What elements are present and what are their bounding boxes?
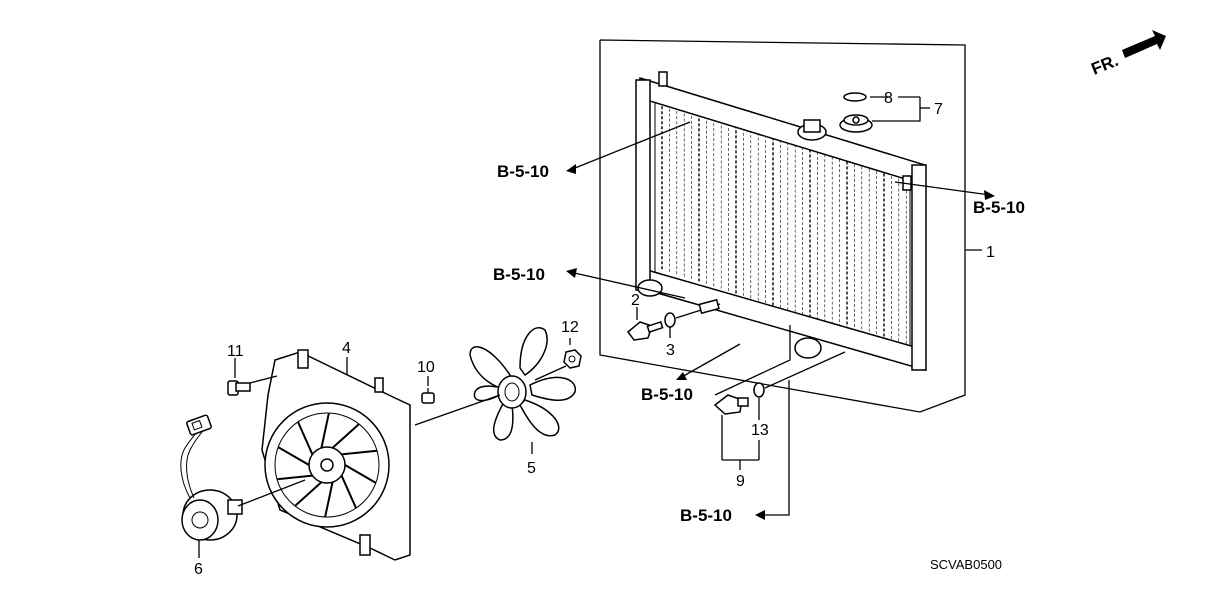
shroud-bolt <box>227 380 251 396</box>
drain-plug-o-ring <box>664 312 676 328</box>
callout-4: 4 <box>342 340 351 357</box>
callout-5: 5 <box>527 460 536 477</box>
drain-plug <box>626 321 664 341</box>
fan-motor <box>180 429 243 541</box>
ref-label-b-5-10[interactable]: B-5-10 <box>680 506 732 525</box>
callout-12: 12 <box>561 319 579 336</box>
callout-9: 9 <box>736 473 745 490</box>
callout-11: 11 <box>227 343 244 360</box>
switch-o-ring <box>753 382 765 398</box>
diagram-code: SCVAB0500 <box>930 557 1002 572</box>
ref-label-b-5-10[interactable]: B-5-10 <box>973 198 1025 217</box>
ref-label-b-5-10[interactable]: B-5-10 <box>497 162 549 181</box>
ref-label-b-5-10[interactable]: B-5-10 <box>641 385 693 404</box>
fan-mount-bolt <box>421 388 435 404</box>
callout-8: 8 <box>884 90 893 107</box>
radiator <box>635 71 927 371</box>
callout-13: 13 <box>751 422 769 439</box>
motor-connector <box>186 414 212 436</box>
shroud-spokes <box>276 412 378 518</box>
callout-1: 1 <box>986 244 995 261</box>
temperature-switch <box>713 394 749 415</box>
leader-lines <box>198 121 995 558</box>
callout-6: 6 <box>194 561 203 578</box>
radiator-cap <box>839 114 873 133</box>
cooling-fan <box>469 327 576 441</box>
callout-10: 10 <box>417 359 435 376</box>
orientation-label: FR. <box>1088 51 1121 79</box>
callout-3: 3 <box>666 342 675 359</box>
ref-label-b-5-10[interactable]: B-5-10 <box>493 265 545 284</box>
fan-nut <box>563 349 582 369</box>
front-direction-arrow-icon <box>1122 30 1166 58</box>
radiator-assembly-outline <box>599 39 982 413</box>
radiator-core-fins <box>661 101 907 350</box>
callout-2: 2 <box>631 292 640 309</box>
cap-seal <box>843 92 867 102</box>
fan-shroud <box>261 349 411 561</box>
callout-7: 7 <box>934 101 943 118</box>
